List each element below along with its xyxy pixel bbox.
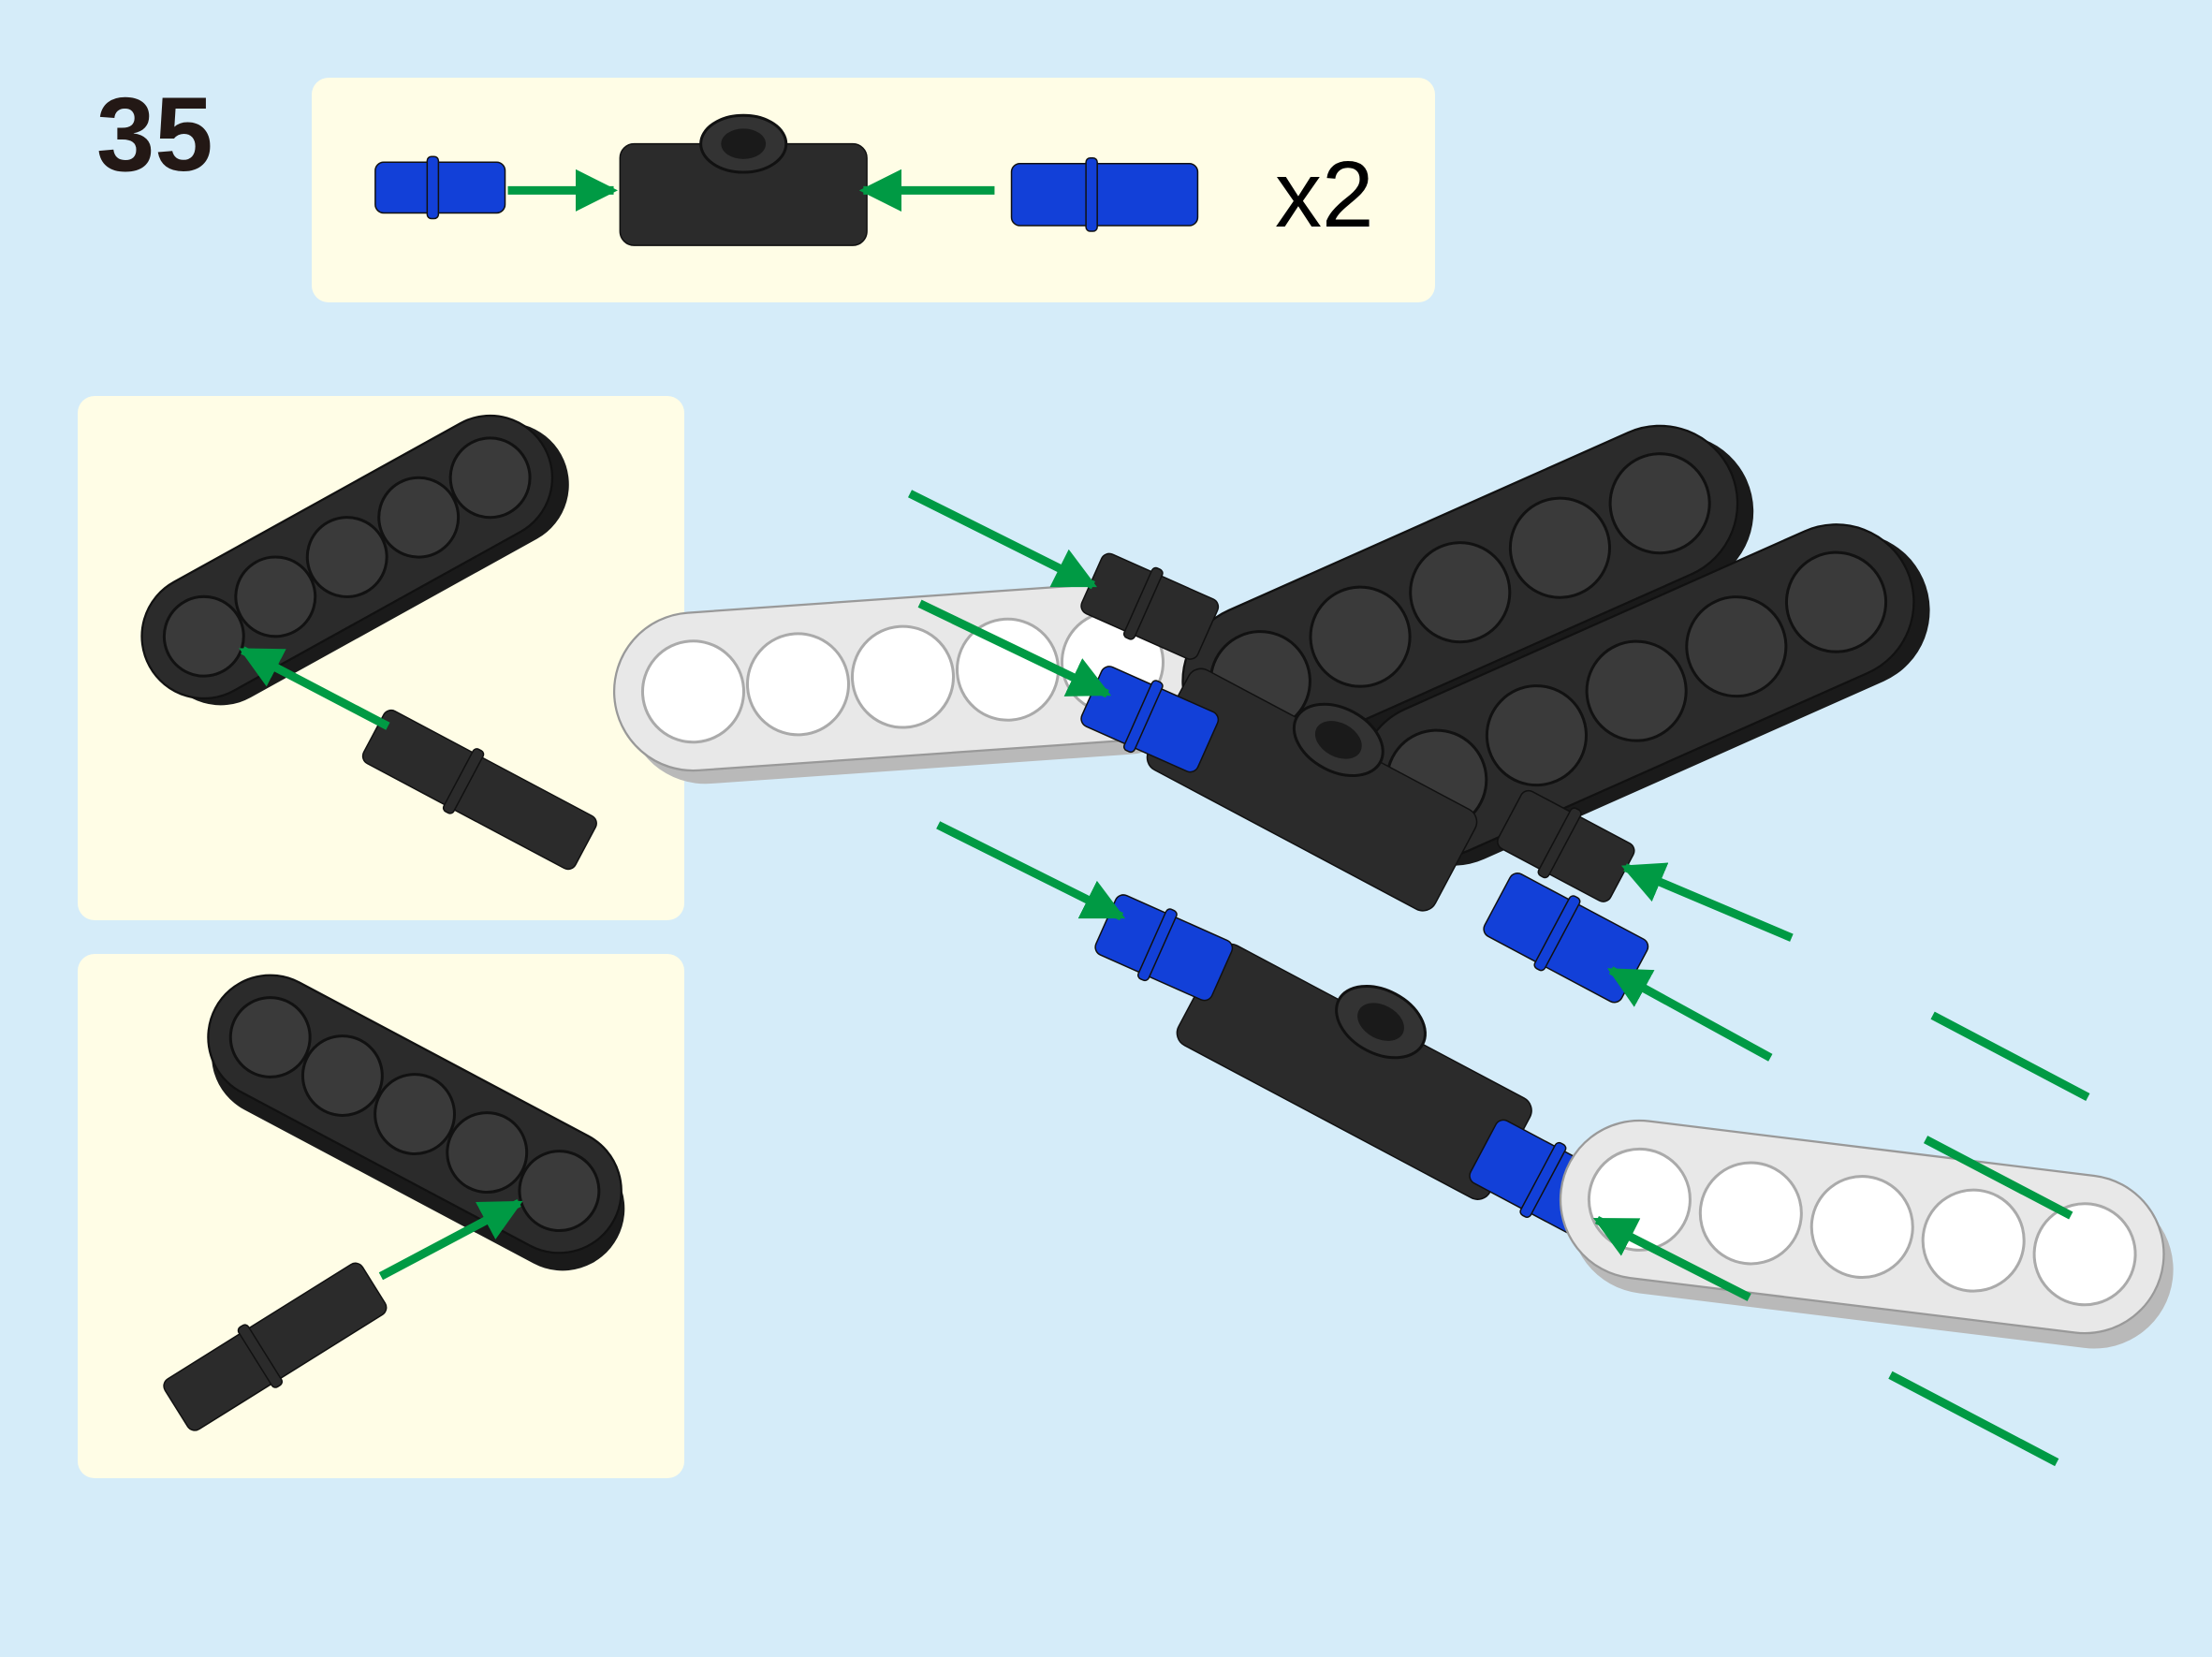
black-pin xyxy=(361,709,597,871)
beam-hole xyxy=(1685,595,1788,698)
black-pin xyxy=(1497,789,1635,902)
blue-pin xyxy=(374,155,506,220)
black-connector xyxy=(619,113,868,246)
beam-hole xyxy=(745,632,851,737)
beam-hole xyxy=(850,624,956,729)
blue-pin-body xyxy=(374,161,506,214)
beam-hole xyxy=(1309,585,1412,688)
green-guide-line xyxy=(1888,1371,2059,1467)
black-connector-hub-hole xyxy=(1314,721,1362,759)
green-arrow xyxy=(917,599,1112,698)
beam-hole xyxy=(1809,1175,1914,1280)
beam-hole xyxy=(305,516,388,598)
blue-pin xyxy=(1010,156,1199,232)
black-pin-collar xyxy=(237,1324,284,1388)
black-pin-collar xyxy=(1537,807,1582,879)
black-beam xyxy=(1357,523,1930,866)
black-beam xyxy=(140,414,569,706)
black-pin-collar xyxy=(442,748,485,814)
blue-pin xyxy=(1483,872,1649,1004)
green-arrow xyxy=(1592,1215,1751,1301)
beam-hole xyxy=(1508,496,1612,599)
beam-hole xyxy=(374,1073,457,1155)
beam-hole xyxy=(1784,550,1888,653)
green-arrow xyxy=(239,646,390,730)
black-pin-collar xyxy=(1122,566,1164,640)
blue-pin-collar xyxy=(1085,156,1098,232)
green-arrow xyxy=(908,490,1097,590)
green-arrow xyxy=(1607,966,1773,1062)
beam-hole xyxy=(162,594,245,678)
beam-hole xyxy=(640,639,746,744)
blue-pin-collar xyxy=(426,155,440,220)
beam-hole xyxy=(300,1034,384,1117)
blue-pin-body xyxy=(1094,894,1234,1002)
beam-hole xyxy=(1921,1188,2026,1293)
black-connector xyxy=(1146,667,1478,912)
black-beam xyxy=(207,974,625,1271)
beam-hole xyxy=(1608,452,1711,555)
green-arrow xyxy=(1620,862,1794,942)
beam-hole xyxy=(1485,684,1588,787)
black-connector xyxy=(1176,943,1532,1200)
black-pin xyxy=(163,1262,388,1431)
beam-hole xyxy=(446,1111,529,1194)
black-connector-hub-hole xyxy=(721,128,767,159)
beam-hole xyxy=(1585,639,1688,742)
blue-pin-collar xyxy=(1122,680,1164,754)
beam-hole xyxy=(234,555,317,638)
black-pin-body xyxy=(163,1262,388,1431)
blue-pin-body xyxy=(1483,872,1649,1004)
green-arrow xyxy=(936,821,1126,921)
black-beam xyxy=(1181,424,1754,768)
blue-pin-collar xyxy=(1533,895,1581,972)
blue-pin-body xyxy=(1010,162,1199,227)
green-guide-line xyxy=(1923,1136,2073,1220)
beam-hole xyxy=(2032,1202,2137,1307)
beam-hole xyxy=(518,1150,601,1233)
beam-hole xyxy=(448,436,532,520)
beam-hole xyxy=(228,996,312,1078)
black-connector-hub-hole xyxy=(1357,1003,1404,1041)
white-beam xyxy=(1559,1119,2174,1349)
beam-hole xyxy=(377,476,461,559)
black-pin-body xyxy=(361,709,597,871)
green-arrow xyxy=(378,1198,523,1281)
blue-pin-collar xyxy=(1137,908,1178,982)
blue-pin xyxy=(1094,894,1234,1002)
beam-hole xyxy=(1409,541,1512,644)
step-number: 35 xyxy=(96,76,213,193)
blue-pin-collar xyxy=(1519,1141,1567,1218)
beam-hole xyxy=(1698,1161,1803,1266)
green-guide-line xyxy=(1930,1011,2090,1101)
quantity-label: x2 xyxy=(1275,142,1374,247)
